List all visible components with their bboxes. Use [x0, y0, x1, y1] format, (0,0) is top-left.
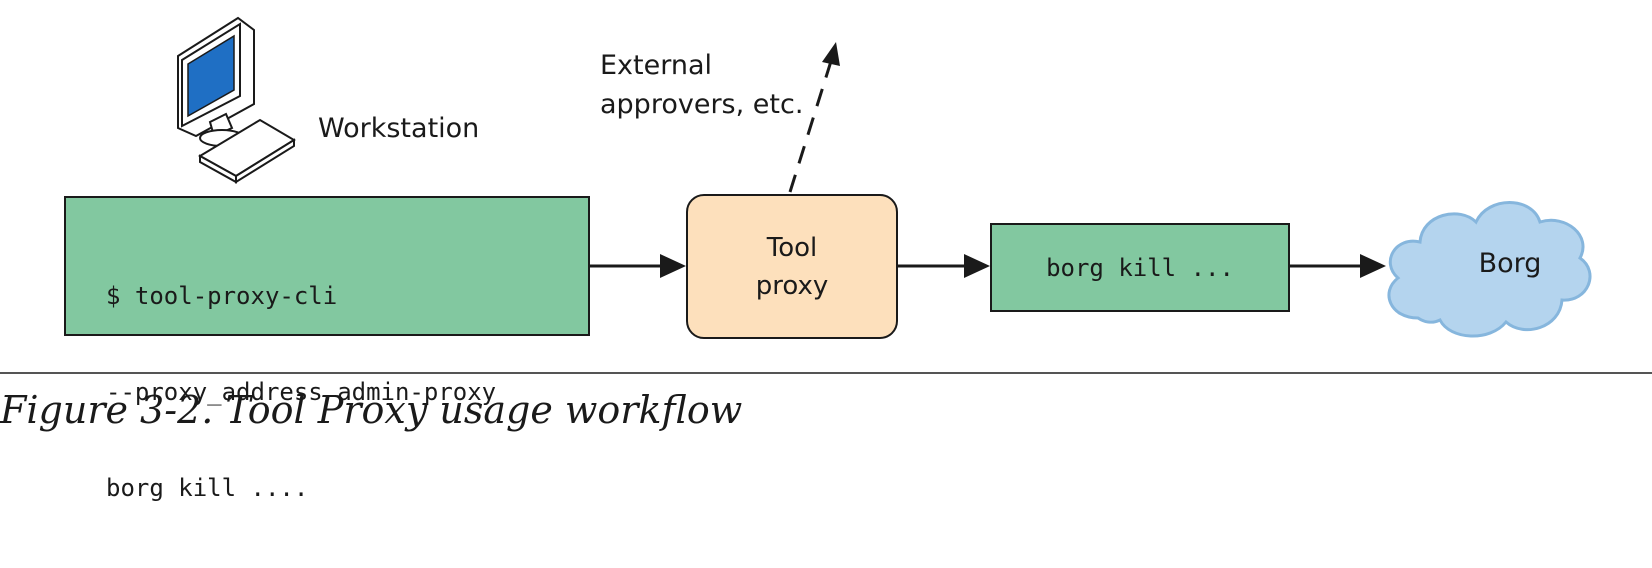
proxy-line-1: Tool [766, 232, 818, 263]
borg-cloud-icon [1387, 201, 1592, 338]
dashed-arrow-external [788, 42, 840, 193]
cli-line-3: borg kill .... [106, 474, 309, 502]
cli-command-box: $ tool-proxy-cli --proxy_address admin-p… [64, 196, 590, 502]
external-label-line-2: approvers, etc. [600, 89, 804, 120]
workstation-icon [177, 16, 296, 184]
arrow-command-to-borg [1290, 254, 1386, 278]
caption-divider [0, 372, 1652, 374]
tool-proxy-box: Tool proxy [686, 194, 898, 339]
arrow-cli-to-proxy [590, 254, 686, 278]
diagram-graphics [177, 16, 1592, 338]
cli-line-2: --proxy_address admin-proxy [106, 378, 497, 406]
borg-kill-command-box: borg kill ... [990, 223, 1290, 312]
arrow-proxy-to-command [898, 254, 990, 278]
borg-command-text: borg kill ... [1046, 253, 1234, 282]
borg-label: Borg [1478, 248, 1542, 279]
figure-caption: Figure 3-2. Tool Proxy usage workflow [0, 388, 743, 432]
workstation-label: Workstation [318, 113, 480, 144]
external-label-line-1: External [600, 50, 713, 81]
proxy-line-2: proxy [755, 270, 829, 301]
cli-line-1: $ tool-proxy-cli [106, 282, 338, 310]
external-approvers-label: External approvers, etc. [600, 46, 803, 124]
